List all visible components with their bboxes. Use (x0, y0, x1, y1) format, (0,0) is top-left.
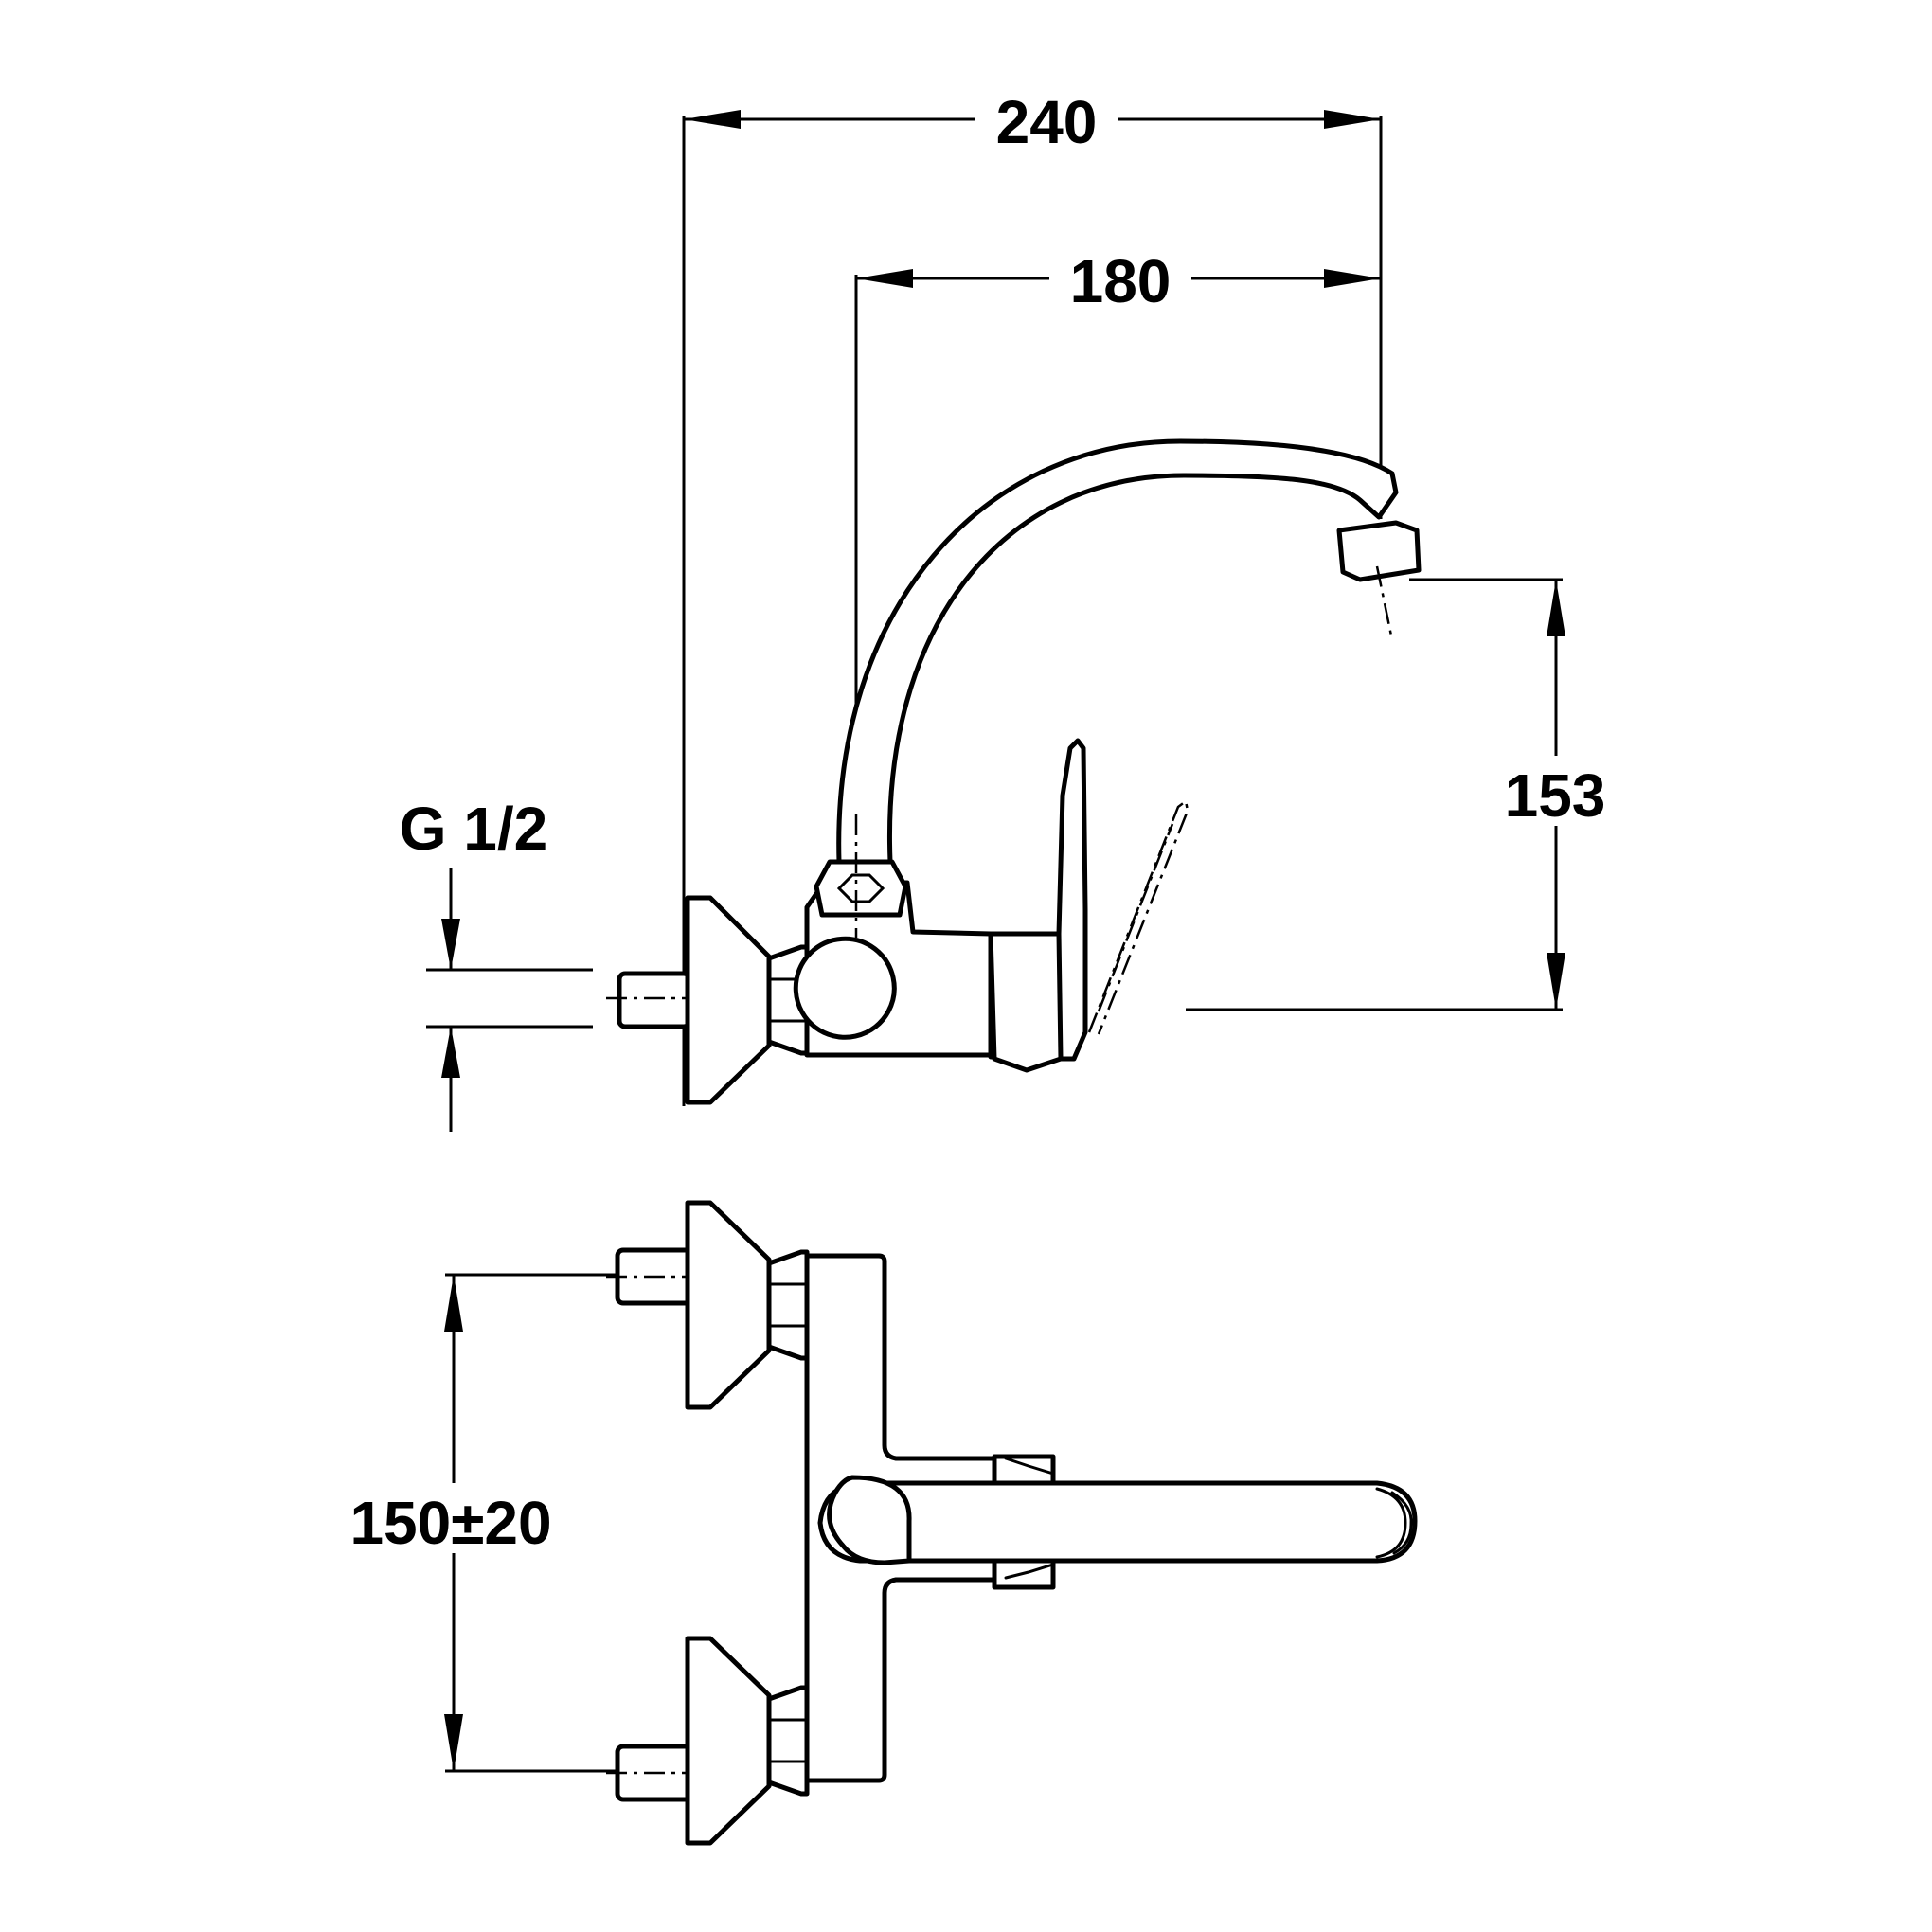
wall-flange-upper (685, 1200, 772, 1410)
dimension-180: 180 (856, 244, 1381, 315)
arrow-down (444, 1714, 463, 1771)
arrow-down (441, 919, 460, 970)
arrow-right (1324, 269, 1381, 288)
lower-inlet (606, 1636, 810, 1846)
body-circle (793, 936, 897, 1040)
lever-grip (988, 931, 1064, 1073)
dimension-240: 240 (684, 83, 1381, 156)
dimension-153: 153 (1186, 578, 1629, 1011)
lever-handle[interactable] (1056, 738, 1088, 1062)
flow-axis (1375, 565, 1394, 641)
spout-nut (814, 859, 908, 918)
inlet-pipe (617, 971, 692, 1029)
wall-flange (685, 895, 772, 1105)
dimension-label-thread: G 1/2 (400, 795, 548, 863)
arrow-up (441, 1027, 460, 1078)
arrow-up (444, 1275, 463, 1332)
wall-flange-lower (685, 1636, 772, 1846)
dimension-label-153: 153 (1505, 761, 1606, 830)
aerator (1336, 520, 1422, 582)
arrow-left (684, 110, 741, 129)
arrow-down (1547, 953, 1565, 1010)
arrow-right (1324, 110, 1381, 129)
arrow-left (856, 269, 913, 288)
arrow-up (1547, 580, 1565, 636)
dimension-inlet-spacing: 150±20 (313, 1273, 663, 1773)
hex-nut-lower (766, 1685, 810, 1797)
upper-inlet (606, 1200, 810, 1410)
spout-top-view (817, 1480, 1418, 1564)
dimension-label-inlet-spacing: 150±20 (349, 1489, 551, 1557)
dimension-label-180: 180 (1070, 247, 1172, 315)
dimension-label-240: 240 (996, 88, 1098, 156)
hex-nut-upper (766, 1249, 810, 1361)
spout-swivel-ring (827, 1475, 912, 1565)
lever-swing-ghost (1087, 798, 1190, 1035)
dimension-thread: G 1/2 (400, 795, 593, 1132)
side-view: 240 180 153 G 1/2 (400, 83, 1629, 1132)
top-view: 150±20 (313, 1200, 1418, 1846)
spout (836, 438, 1399, 865)
spout-tip-ring (1375, 1487, 1407, 1559)
